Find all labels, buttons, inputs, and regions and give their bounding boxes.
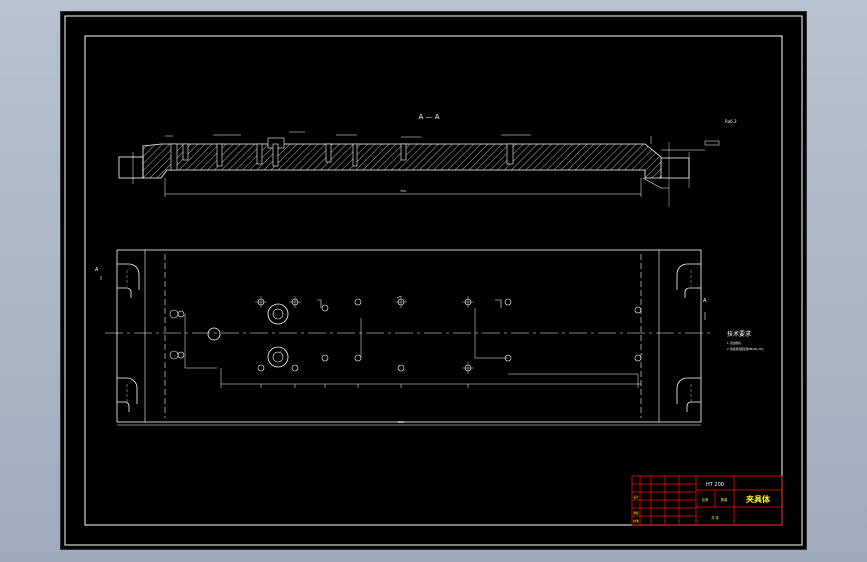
cad-drawing: A — A Ra6.3 750 [64, 15, 803, 546]
part-name: 夹具体 [746, 494, 771, 504]
tech-note-2: 2. 热处理调质处理HB240-270。 [727, 347, 766, 351]
row-design: 设计 [633, 495, 639, 499]
left-lug [118, 156, 144, 179]
scale-label: 比例 [702, 497, 708, 502]
overall-length-bottom: 890 [398, 420, 404, 424]
left-slot-top [117, 263, 140, 298]
tech-notes: 技术要求 1. 锐边倒钝。 2. 热处理调质处理HB240-270。 [727, 330, 766, 351]
section-label: A — A [418, 113, 439, 121]
plan-view: 890 A A [95, 249, 711, 426]
outer-border [64, 15, 803, 546]
plan-outline [116, 249, 702, 423]
title-block [631, 475, 783, 526]
section-body [142, 143, 662, 179]
tech-requirements-title: 技术要求 [727, 330, 751, 338]
row-check: 审核 [633, 511, 639, 515]
right-lug [661, 157, 690, 179]
weight-label: 数量 [721, 497, 728, 502]
left-slot-bottom [117, 377, 138, 412]
row-approve: 批准 [633, 519, 639, 523]
material-label: HT 200 [706, 482, 724, 488]
roughness-note: Ra6.3 [725, 119, 737, 124]
section-view: A — A Ra6.3 750 [118, 113, 737, 207]
right-slot-top [676, 263, 701, 298]
view-marker-right: A [703, 298, 707, 304]
tech-note-1: 1. 锐边倒钝。 [727, 341, 743, 345]
sheet-label: 共 张 [711, 515, 719, 520]
cad-viewport[interactable]: A — A Ra6.3 750 [61, 12, 806, 549]
right-slot-bottom [676, 377, 701, 412]
view-marker-left: A [95, 267, 99, 273]
overall-length-top: 750 [400, 189, 406, 193]
inner-border [84, 35, 783, 526]
